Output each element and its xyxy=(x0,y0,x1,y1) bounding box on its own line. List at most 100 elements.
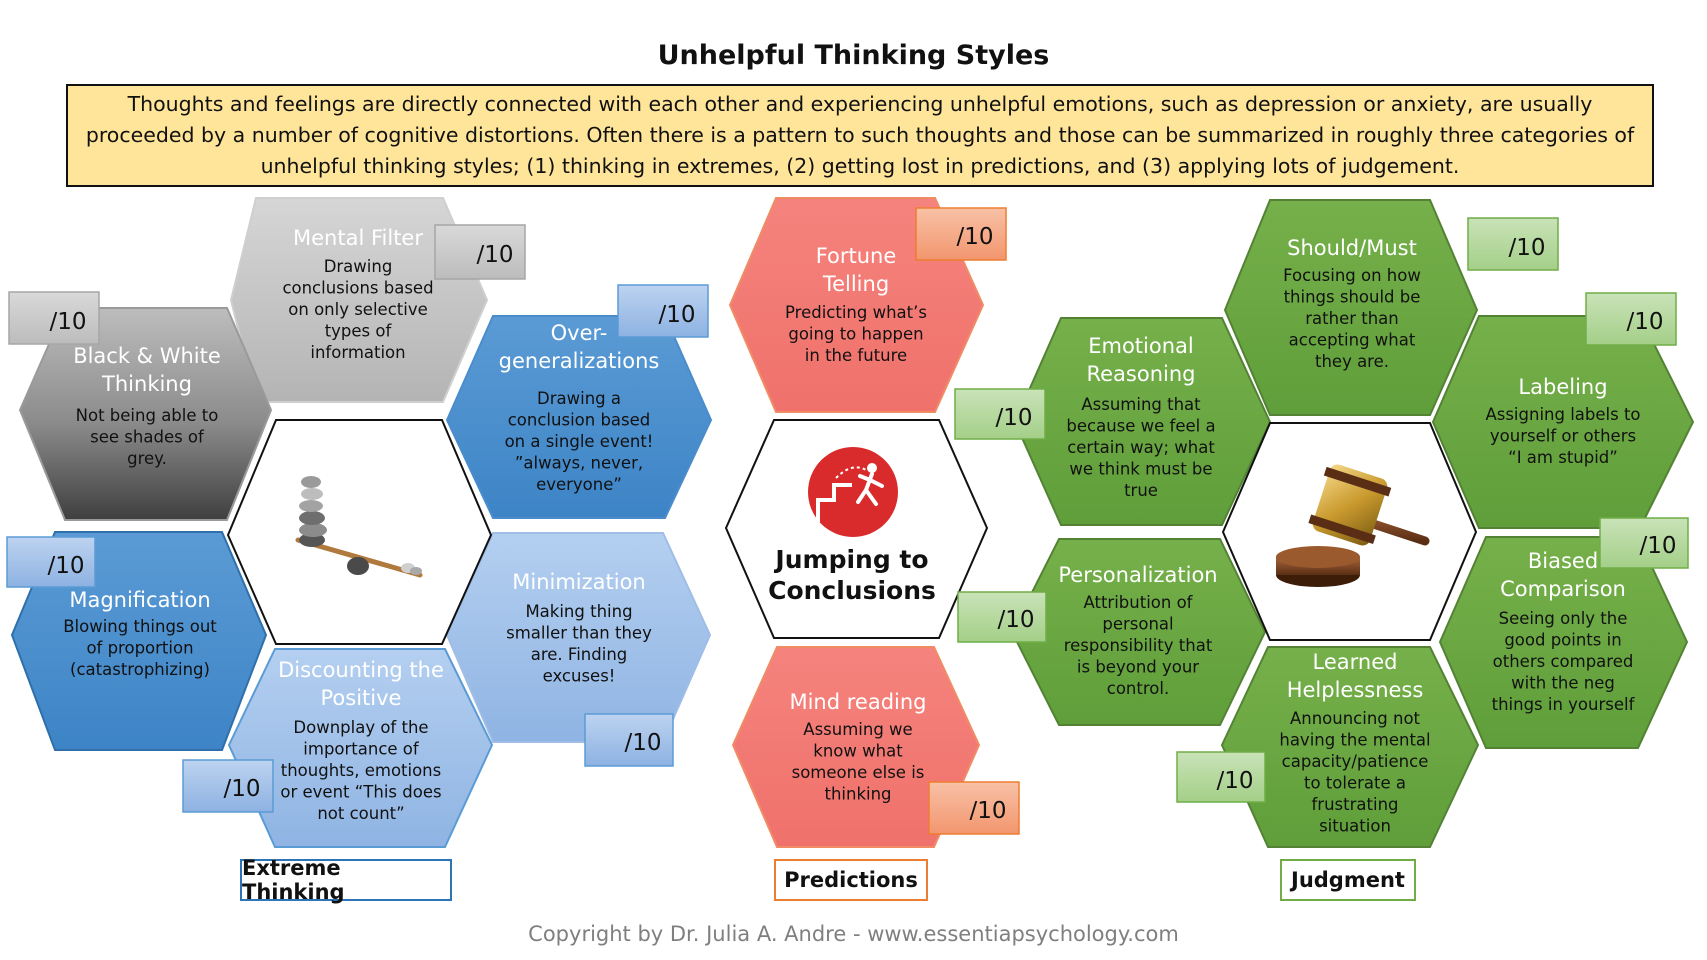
score-box-labeling[interactable]: /10 xyxy=(1585,292,1677,346)
text-line: Downplay of the xyxy=(293,718,428,737)
balance-stones-icon xyxy=(295,476,423,578)
score-value: /10 xyxy=(1639,533,1676,559)
text-line: Jumping to xyxy=(773,545,928,574)
category-predictions: Predictions xyxy=(774,859,928,901)
center-hex-judgment xyxy=(1221,422,1478,641)
score-box-mind-reading[interactable]: /10 xyxy=(928,781,1020,835)
score-value: /10 xyxy=(995,405,1032,431)
text-line: certain way; what xyxy=(1067,438,1215,457)
score-box-personalization[interactable]: /10 xyxy=(957,591,1047,643)
text-line: responsibility that xyxy=(1064,636,1213,655)
mental-filter-title: Mental Filter xyxy=(293,226,423,250)
overgeneralizations-title: Over-generalizations xyxy=(499,321,660,373)
text-line: information xyxy=(310,343,405,362)
text-line: control. xyxy=(1107,679,1169,698)
score-box-fortune-telling[interactable]: /10 xyxy=(915,207,1007,261)
text-line: good points in xyxy=(1504,631,1621,650)
text-line: Over- xyxy=(551,321,608,345)
text-line: we think must be xyxy=(1069,460,1212,479)
score-value: /10 xyxy=(658,302,695,328)
text-line: personal xyxy=(1102,615,1173,634)
text-line: see shades of xyxy=(90,428,205,447)
mind-reading-title: Mind reading xyxy=(789,690,926,714)
text-line: Assuming that xyxy=(1081,395,1201,414)
text-line: others compared xyxy=(1493,652,1634,671)
biased-comparison-desc: Seeing only the good points in others comp… xyxy=(1492,609,1636,714)
text-line: Learned xyxy=(1313,650,1398,674)
text-line: Thinking xyxy=(101,372,192,396)
text-line: not count” xyxy=(317,804,404,823)
text-line: things should be xyxy=(1284,288,1421,307)
magnification-title: Magnification xyxy=(69,588,210,612)
text-line: to tolerate a xyxy=(1304,774,1406,793)
score-box-minimization[interactable]: /10 xyxy=(584,713,674,767)
text-line: Mind reading xyxy=(789,690,926,714)
text-line: accepting what xyxy=(1289,331,1416,350)
text-line: Black & White xyxy=(73,344,221,368)
score-value: /10 xyxy=(1508,235,1545,261)
score-box-biased-comparison[interactable]: /10 xyxy=(1599,517,1689,569)
gavel-icon xyxy=(1276,464,1430,587)
score-value: /10 xyxy=(624,730,661,756)
text-line: Minimization xyxy=(512,570,646,594)
intro-box: Thoughts and feelings are directly conne… xyxy=(66,84,1654,187)
text-line: Seeing only the xyxy=(1499,609,1628,628)
score-value: /10 xyxy=(969,798,1006,824)
score-box-should-must[interactable]: /10 xyxy=(1467,217,1559,271)
score-box-discounting[interactable]: /10 xyxy=(182,759,274,813)
text-line: yourself or others xyxy=(1490,427,1636,446)
text-line: thinking xyxy=(824,785,891,804)
score-box-magnification[interactable]: /10 xyxy=(6,536,96,588)
score-box-learned-helplessness[interactable]: /10 xyxy=(1176,751,1266,803)
score-box-mental-filter[interactable]: /10 xyxy=(434,224,526,280)
text-line: going to happen xyxy=(788,325,923,344)
text-line: in the future xyxy=(805,346,907,365)
score-box-overgeneralizations[interactable]: /10 xyxy=(617,284,709,338)
text-line: Positive xyxy=(321,686,402,710)
text-line: of proportion xyxy=(86,639,193,658)
score-value: /10 xyxy=(49,309,86,335)
score-box-emotional-reasoning[interactable]: /10 xyxy=(954,388,1046,440)
text-line: Reasoning xyxy=(1086,362,1195,386)
text-line: Focusing on how xyxy=(1283,266,1421,285)
text-line: “I am stupid” xyxy=(1508,448,1618,467)
text-line: Announcing not xyxy=(1290,709,1421,728)
text-line: Drawing a xyxy=(537,389,621,408)
text-line: on a single event! xyxy=(505,432,654,451)
text-line: they are. xyxy=(1315,352,1389,371)
text-line: Fortune xyxy=(816,244,897,268)
labeling-title: Labeling xyxy=(1518,375,1607,399)
score-box-black-white[interactable]: /10 xyxy=(8,291,100,345)
score-value: /10 xyxy=(1626,309,1663,335)
text-line: everyone” xyxy=(536,475,622,494)
text-line: Making thing xyxy=(525,602,632,621)
text-line: Biased xyxy=(1528,549,1598,573)
text-line: true xyxy=(1124,481,1158,500)
text-line: smaller than they xyxy=(506,624,652,643)
hex-minimization[interactable]: Minimization Making thing smaller than th… xyxy=(445,532,712,743)
